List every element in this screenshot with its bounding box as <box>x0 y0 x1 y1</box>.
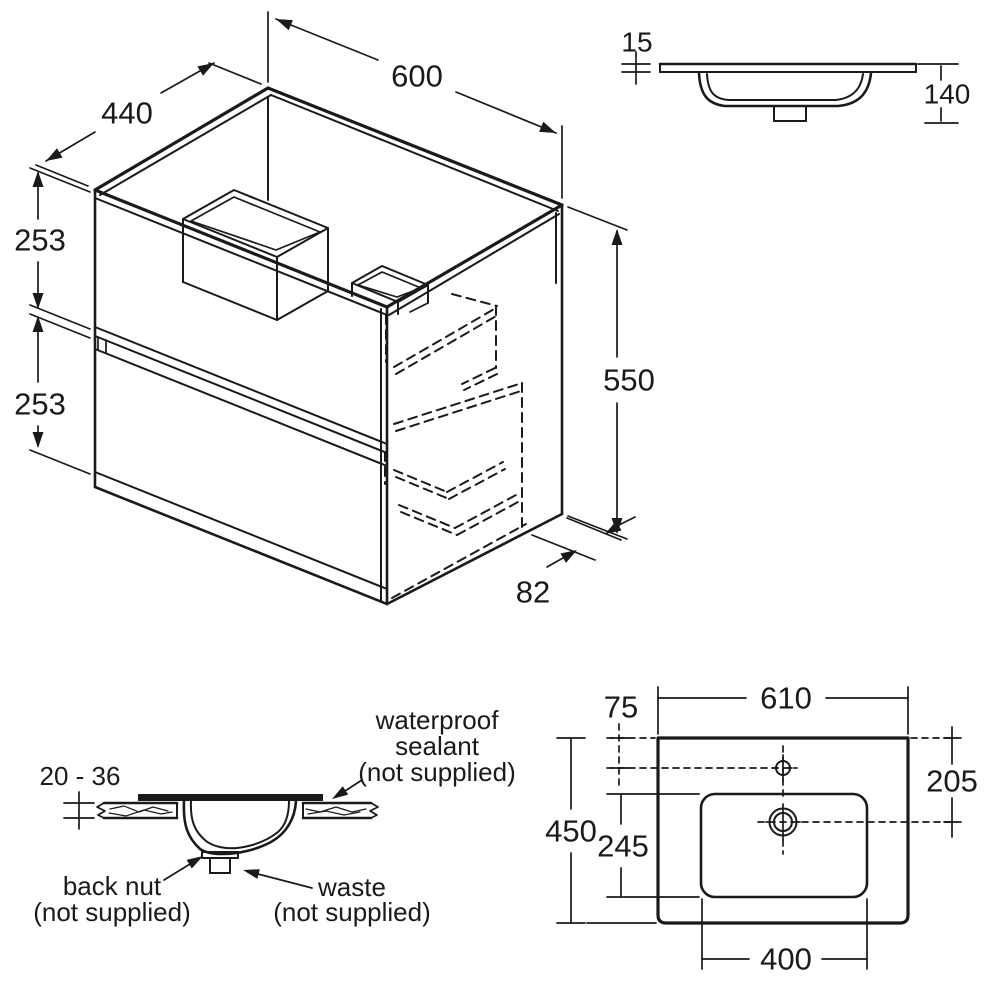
back-nut-label-line1: back nut <box>63 871 162 901</box>
dim-overall-depth-450: 450 <box>545 737 657 924</box>
sealant-label-line2: sealant <box>395 731 480 761</box>
dim-label-depth: 440 <box>101 96 153 131</box>
dim-label-overall-width: 610 <box>760 681 812 716</box>
dim-label-bowl-depth: 245 <box>597 829 649 864</box>
countertop-left-slab <box>96 801 179 820</box>
waste-label-line2: (not supplied) <box>273 897 431 927</box>
dim-label-upper-drawer: 253 <box>14 223 66 258</box>
dim-label-basin-depth: 140 <box>924 79 971 110</box>
dim-label-height: 550 <box>603 363 655 398</box>
cabinet-drawer-front-lines <box>94 326 388 590</box>
cabinet-hidden-drawer-dashes <box>384 293 527 599</box>
dim-label-bottom-recess: 82 <box>516 575 550 610</box>
dim-bottom-recess-82: 82 <box>516 516 636 610</box>
dim-upper-drawer-253: 253 <box>14 167 91 339</box>
dim-waste-from-top-205: 205 <box>926 726 978 838</box>
dim-counter-thickness: 20 - 36 <box>40 761 121 830</box>
back-nut-label-line2: (not supplied) <box>33 897 191 927</box>
dim-label-counter-thickness: 20 - 36 <box>40 761 121 791</box>
dim-label-tap-from-top: 75 <box>604 690 638 725</box>
annotation-back-nut: back nut (not supplied) <box>33 856 203 927</box>
dim-label-bowl-width: 400 <box>760 942 812 977</box>
dim-bowl-depth-245: 245 <box>597 793 700 898</box>
sealant-label-line1: waterproof <box>375 705 500 735</box>
sealant-label-line3: (not supplied) <box>358 757 516 787</box>
dim-width-600: 600 <box>267 11 563 199</box>
basin-profile-outline <box>658 62 918 122</box>
dim-height-550: 550 <box>567 206 655 540</box>
basin-plan-view: 75 610 205 450 24 <box>545 681 978 977</box>
dim-tap-from-top-75: 75 <box>604 690 638 769</box>
dim-depth-440: 440 <box>35 62 262 187</box>
dim-rim-thickness-15: 15 <box>621 27 653 85</box>
dim-basin-depth-140: 140 <box>917 63 971 124</box>
annotation-waste: waste (not supplied) <box>243 869 431 927</box>
dim-lower-drawer-253: 253 <box>14 316 91 475</box>
dim-label-waste-from-top: 205 <box>926 764 978 799</box>
dim-bowl-width-400: 400 <box>701 898 868 977</box>
isometric-cabinet-view: 600 440 253 <box>14 11 655 610</box>
dim-label-rim-thickness: 15 <box>621 27 652 58</box>
dim-label-width: 600 <box>391 59 443 94</box>
dim-label-overall-depth: 450 <box>545 814 597 849</box>
dim-label-lower-drawer: 253 <box>14 387 66 422</box>
annotation-waterproof-sealant: waterproof sealant (not supplied) <box>332 705 516 799</box>
cabinet-interior-box-upper <box>182 189 329 321</box>
dim-overall-width-610: 610 <box>657 681 909 735</box>
waste-label-line1: waste <box>317 872 386 902</box>
countertop-right-slab <box>301 801 379 820</box>
plan-bowl-outline <box>699 792 869 899</box>
basin-side-profile-view: 15 140 <box>621 27 970 124</box>
cabinet-outline <box>93 86 564 606</box>
basin-rim-bar <box>138 794 323 801</box>
plan-basin-outline <box>656 736 910 925</box>
installation-cross-section-view: 20 - 36 waterproof sealant (not supplied… <box>33 705 516 927</box>
basin-cross-section <box>138 794 323 874</box>
